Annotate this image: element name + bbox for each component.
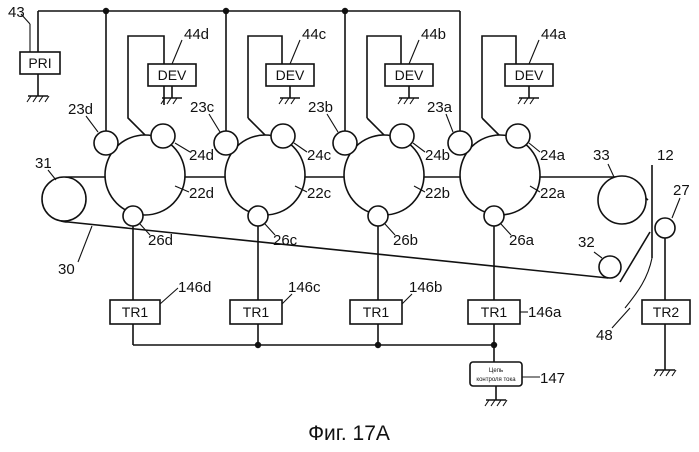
label-48: 48 [596,327,613,344]
dev-supply-c: DEV 44c [248,26,327,140]
tr1-label-d: TR1 [122,304,149,320]
label-22c: 22c [307,185,332,202]
dev-label-b: DEV [395,67,424,83]
dev-label-c: DEV [276,67,305,83]
label-43: 43 [8,4,25,21]
ctrl-line1: Цепь [489,368,503,374]
label-12: 12 [657,147,674,164]
dev-supply-b: DEV 44b [367,26,446,140]
roller-32 [599,256,621,278]
label-146b: 146b [409,279,442,296]
station-a [448,124,540,226]
ctrl-line2: контроля тока [476,377,516,383]
roller-33 [598,176,646,224]
label-27: 27 [673,182,690,199]
label-24a: 24a [540,147,566,164]
station-c [214,124,305,226]
dev-supply-d: DEV 44d [128,26,209,140]
pri-label: PRI [28,55,51,71]
label-26d: 26d [148,232,173,249]
label-23d: 23d [68,101,93,118]
label-32: 32 [578,234,595,251]
label-44b: 44b [421,26,446,43]
label-44c: 44c [302,26,327,43]
station-d [94,124,185,226]
label-22d: 22d [189,185,214,202]
tr1-label-a: TR1 [481,304,508,320]
label-30: 30 [58,261,75,278]
label-24d: 24d [189,147,214,164]
label-23c: 23c [190,99,215,116]
figure-caption: Фиг. 17A [308,422,390,445]
dev-label-a: DEV [515,67,544,83]
roller-31 [42,177,86,221]
roller-27 [655,218,675,238]
label-33: 33 [593,147,610,164]
dev-supply-a: DEV 44a [482,26,567,140]
label-26a: 26a [509,232,535,249]
label-23a: 23a [427,99,453,116]
label-24b: 24b [425,147,450,164]
label-146a: 146a [528,304,562,321]
pri-supply: PRI 43 [8,4,60,102]
label-26b: 26b [393,232,418,249]
label-44a: 44a [541,26,567,43]
dev-label-d: DEV [158,67,187,83]
label-147: 147 [540,370,565,387]
label-146d: 146d [178,279,211,296]
tr1-label-b: TR1 [363,304,390,320]
label-44d: 44d [184,26,209,43]
tr2-supply: TR2 [642,238,690,376]
label-31: 31 [35,155,52,172]
tr1-supplies: TR1 TR1 TR1 TR1 146d 146c 146b 146a [110,226,562,362]
tr1-label-c: TR1 [243,304,270,320]
current-control: Цепь контроля тока 147 [470,362,565,406]
label-24c: 24c [307,147,332,164]
tr2-label: TR2 [653,304,680,320]
label-146c: 146c [288,279,321,296]
label-23b: 23b [308,99,333,116]
label-26c: 26c [273,232,298,249]
station-b [333,124,424,226]
label-22a: 22a [540,185,566,202]
label-22b: 22b [425,185,450,202]
